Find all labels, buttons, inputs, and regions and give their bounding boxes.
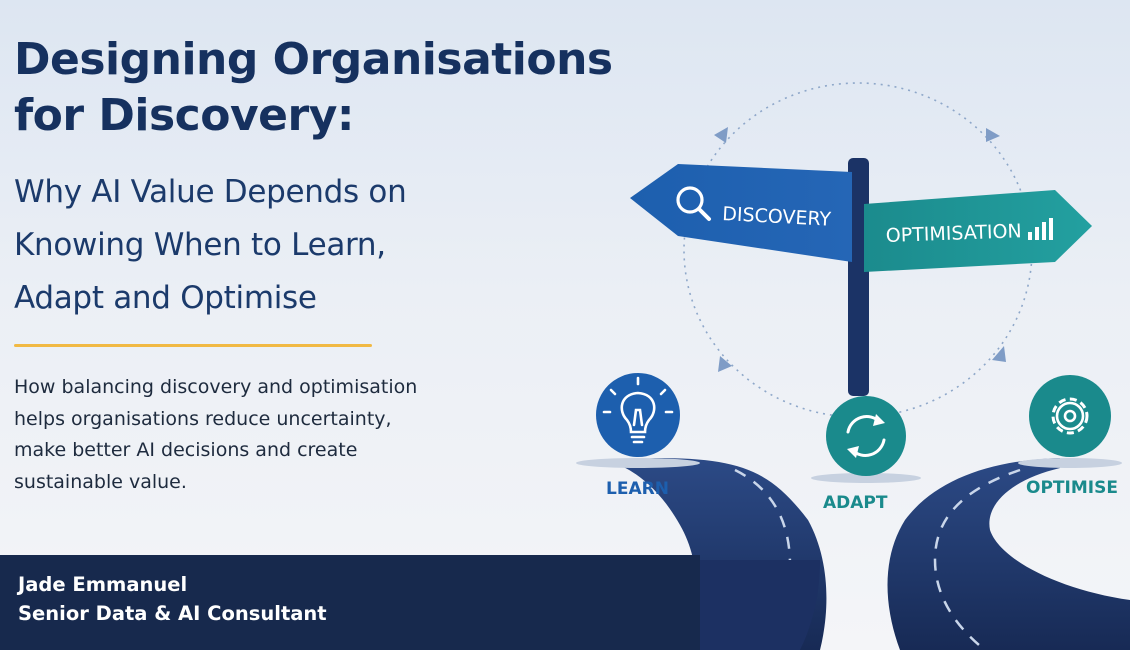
author-name: Jade Emmanuel (18, 573, 188, 596)
shadow (811, 473, 921, 483)
search-icon (676, 186, 711, 221)
optimisation-sign-label: OPTIMISATION (885, 220, 1022, 247)
adapt-stage: ADAPT (823, 396, 906, 513)
subtitle-line: Adapt and Optimise (14, 280, 317, 316)
accent-divider (14, 344, 372, 347)
author-banner: Jade Emmanuel Senior Data & AI Consultan… (0, 555, 700, 650)
cycle-arrow-icon (986, 128, 1000, 142)
optimise-label: OPTIMISE (1026, 478, 1118, 498)
road-right (887, 458, 1130, 650)
learn-stage: LEARN (596, 373, 680, 499)
gear-icon (1051, 397, 1089, 435)
description-line: make better AI decisions and create (14, 439, 358, 461)
author-role: Senior Data & AI Consultant (18, 602, 327, 625)
optimise-stage: OPTIMISE (1026, 375, 1118, 498)
description-line: How balancing discovery and optimisation (14, 376, 418, 398)
title-line: for Discovery: (14, 90, 355, 141)
signpost-pole (848, 158, 869, 396)
shadow (576, 458, 700, 468)
adapt-label: ADAPT (823, 493, 888, 513)
optimisation-sign: OPTIMISATION (864, 190, 1092, 272)
page-subtitle: Why AI Value Depends on Knowing When to … (14, 166, 407, 325)
title-line: Designing Organisations (14, 34, 613, 85)
shadow (1018, 458, 1122, 468)
description-line: sustainable value. (14, 470, 187, 493)
learn-label: LEARN (606, 479, 669, 499)
bar-chart-icon (1028, 218, 1053, 240)
page-title: Designing Organisations for Discovery: (14, 32, 613, 144)
subtitle-line: Knowing When to Learn, (14, 227, 386, 263)
subtitle-line: Why AI Value Depends on (14, 174, 407, 210)
discovery-sign: DISCOVERY (630, 164, 852, 262)
description-line: helps organisations reduce uncertainty, (14, 407, 392, 430)
description: How balancing discovery and optimisation… (14, 372, 484, 498)
lightbulb-icon (602, 376, 674, 444)
refresh-arrow-icon (847, 446, 859, 458)
cycle-arrow-icon (718, 356, 732, 372)
cycle-arrow-icon (992, 346, 1006, 362)
road-right-lane (933, 468, 1021, 650)
refresh-arrow-icon (873, 414, 885, 426)
cycle-arrow-icon (714, 127, 728, 143)
